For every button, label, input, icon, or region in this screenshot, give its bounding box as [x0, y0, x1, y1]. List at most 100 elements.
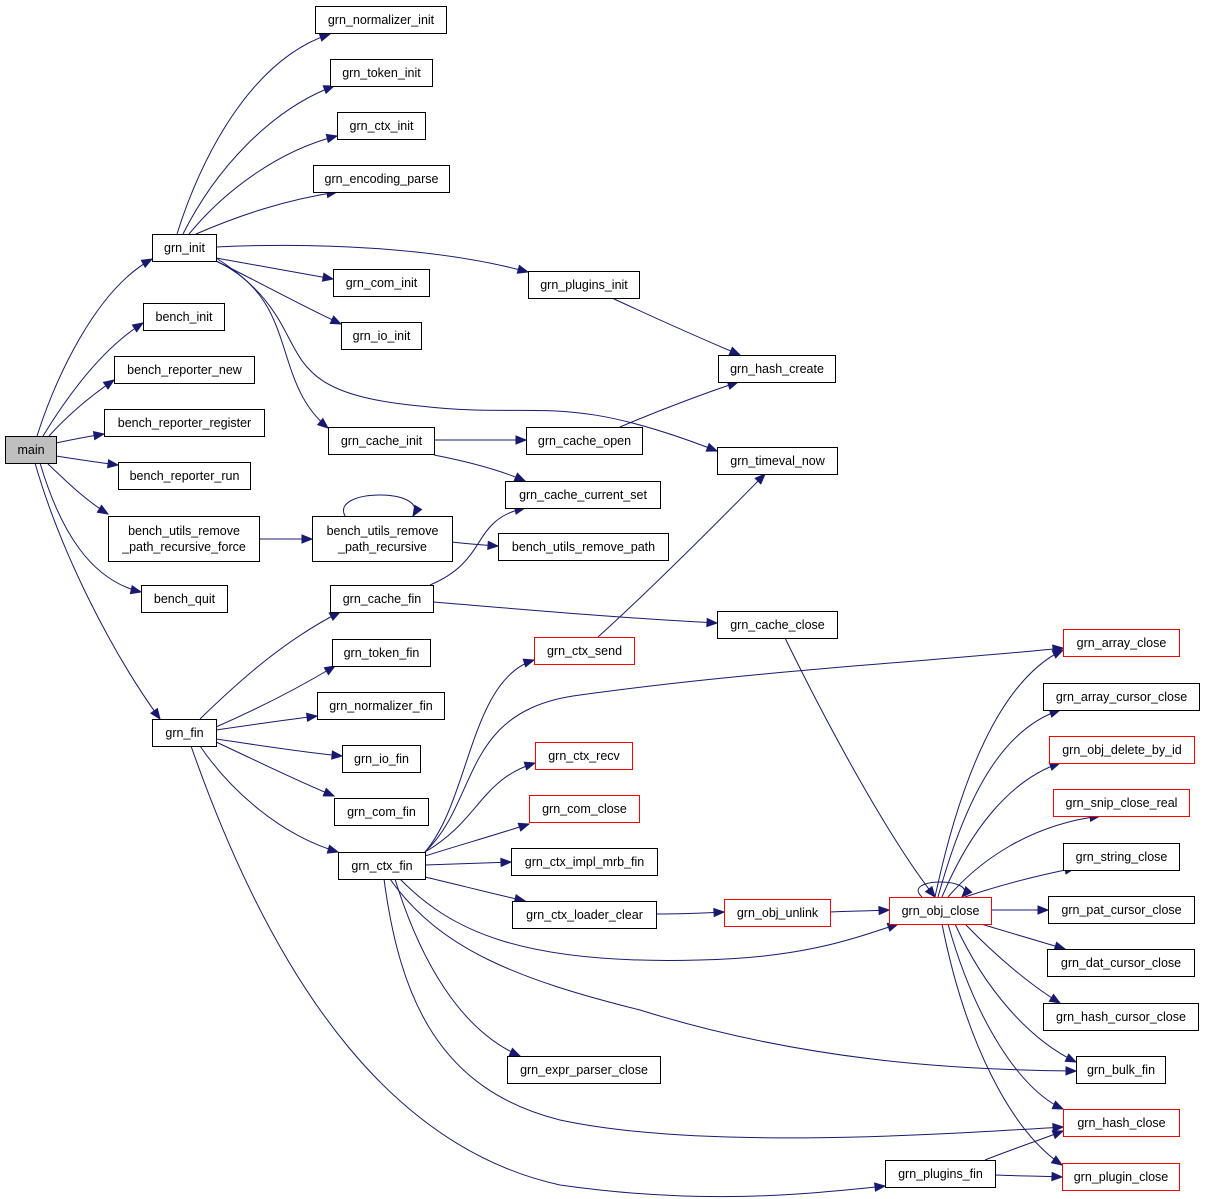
arrowhead: [924, 885, 936, 899]
node-grn-token-fin[interactable]: grn_token_fin: [332, 639, 431, 667]
node-grn-obj-close[interactable]: grn_obj_close: [889, 897, 992, 925]
node-grn-cache-close[interactable]: grn_cache_close: [717, 611, 838, 639]
edge-grn_ctx_fin-to-grn_com_close: [424, 822, 531, 857]
edge-line: [215, 244, 529, 273]
edge-grn_ctx_fin-to-grn_ctx_send: [424, 658, 536, 853]
node-bench-utils-remove-path-recursive-force[interactable]: bench_utils_remove_path_recursive_force: [108, 516, 260, 562]
node-grn-expr-parser-close[interactable]: grn_expr_parser_close: [507, 1056, 661, 1084]
arrowhead: [129, 584, 143, 595]
edge-grn_ctx_fin-to-grn_ctx_loader_clear: [424, 876, 527, 904]
node-grn-timeval-now[interactable]: grn_timeval_now: [717, 447, 838, 475]
edge-grn_obj_close-to-grn_plugin_close: [941, 923, 1064, 1166]
node-grn-obj-delete-by-id[interactable]: grn_obj_delete_by_id: [1049, 736, 1195, 764]
node-grn-string-close[interactable]: grn_string_close: [1063, 843, 1180, 871]
edge-grn_init-to-grn_encoding_parse: [195, 188, 339, 235]
edge-bench_utils_remove_path_recursive-to-bench_utils_remove_path_recursive: [342, 494, 423, 518]
edge-line: [215, 257, 334, 280]
node-grn-cache-fin[interactable]: grn_cache_fin: [330, 585, 434, 613]
node-grn-snip-close-real[interactable]: grn_snip_close_real: [1053, 789, 1190, 817]
node-bench-reporter-new[interactable]: bench_reporter_new: [114, 356, 255, 384]
arrowhead: [523, 761, 537, 771]
node-grn-normalizer-init[interactable]: grn_normalizer_init: [315, 6, 447, 34]
node-grn-init[interactable]: grn_init: [152, 234, 217, 262]
node-grn-io-fin[interactable]: grn_io_fin: [342, 745, 421, 773]
node-grn-plugins-init[interactable]: grn_plugins_init: [528, 271, 640, 299]
node-grn-normalizer-fin[interactable]: grn_normalizer_fin: [317, 692, 445, 720]
node-bench-utils-remove-path[interactable]: bench_utils_remove_path: [498, 533, 669, 561]
edge-line: [429, 507, 526, 586]
node-grn-ctx-init[interactable]: grn_ctx_init: [337, 112, 426, 140]
node-box: [526, 427, 643, 455]
node-label: bench_quit: [154, 592, 216, 606]
edge-line: [215, 741, 335, 797]
node-box: [337, 112, 426, 140]
node-box: [104, 409, 265, 437]
node-grn-plugin-close[interactable]: grn_plugin_close: [1062, 1163, 1180, 1191]
node-grn-ctx-fin[interactable]: grn_ctx_fin: [338, 852, 426, 880]
node-bench-utils-remove-path-recursive[interactable]: bench_utils_remove_path_recursive: [312, 516, 453, 562]
arrowhead: [1048, 993, 1062, 1004]
node-grn-com-fin[interactable]: grn_com_fin: [334, 798, 429, 826]
node-grn-token-init[interactable]: grn_token_init: [330, 59, 433, 87]
node-grn-io-init[interactable]: grn_io_init: [341, 322, 422, 350]
node-grn-encoding-parse[interactable]: grn_encoding_parse: [313, 165, 450, 193]
node-box: [334, 798, 429, 826]
node-label: _path_recursive_force: [121, 540, 246, 554]
node-main[interactable]: main: [5, 436, 57, 464]
edge-main-to-grn_fin: [34, 462, 161, 721]
node-grn-com-close[interactable]: grn_com_close: [529, 795, 640, 823]
node-label: grn_plugins_init: [540, 278, 628, 292]
node-bench-reporter-register[interactable]: bench_reporter_register: [104, 409, 265, 437]
node-grn-hash-cursor-close[interactable]: grn_hash_cursor_close: [1043, 1003, 1199, 1031]
node-grn-ctx-recv[interactable]: grn_ctx_recv: [535, 742, 633, 770]
edge-grn_ctx_loader_clear-to-grn_obj_unlink: [655, 907, 726, 918]
arrowhead: [1065, 1066, 1078, 1076]
edge-grn_fin-to-grn_normalizer_fin: [215, 712, 319, 731]
edge-line: [611, 297, 741, 356]
arrowhead: [92, 430, 106, 441]
node-grn-pat-cursor-close[interactable]: grn_pat_cursor_close: [1048, 896, 1195, 924]
edge-line: [215, 738, 343, 757]
node-grn-cache-init[interactable]: grn_cache_init: [328, 427, 435, 455]
node-box: [152, 719, 217, 747]
arrowhead: [1050, 1155, 1064, 1166]
node-grn-array-cursor-close[interactable]: grn_array_cursor_close: [1043, 683, 1200, 711]
arrowhead: [754, 473, 766, 485]
node-grn-ctx-loader-clear[interactable]: grn_ctx_loader_clear: [512, 901, 657, 929]
node-grn-com-init[interactable]: grn_com_init: [333, 269, 430, 297]
node-grn-dat-cursor-close[interactable]: grn_dat_cursor_close: [1047, 949, 1195, 977]
node-label: grn_cache_open: [538, 434, 631, 448]
node-grn-cache-open[interactable]: grn_cache_open: [526, 427, 643, 455]
node-grn-fin[interactable]: grn_fin: [152, 719, 217, 747]
node-box: [143, 303, 225, 331]
node-grn-obj-unlink[interactable]: grn_obj_unlink: [724, 899, 831, 927]
node-grn-bulk-fin[interactable]: grn_bulk_fin: [1076, 1056, 1166, 1084]
arrowhead: [487, 540, 500, 551]
edge-main-to-bench_utils_remove_path_recursive_force: [46, 462, 110, 515]
node-box: [330, 59, 433, 87]
node-grn-cache-current-set[interactable]: grn_cache_current_set: [505, 481, 661, 509]
node-grn-plugins-fin[interactable]: grn_plugins_fin: [885, 1160, 996, 1188]
node-grn-hash-close[interactable]: grn_hash_close: [1063, 1109, 1180, 1137]
node-bench-quit[interactable]: bench_quit: [141, 585, 228, 613]
node-box: [1049, 736, 1195, 764]
edge-line: [954, 923, 1077, 1063]
node-grn-ctx-send[interactable]: grn_ctx_send: [534, 637, 635, 665]
node-grn-ctx-impl-mrb-fin[interactable]: grn_ctx_impl_mrb_fin: [511, 848, 658, 876]
node-bench-init[interactable]: bench_init: [143, 303, 225, 331]
edge-grn_obj_close-to-grn_pat_cursor_close: [990, 905, 1050, 915]
node-grn-hash-create[interactable]: grn_hash_create: [718, 355, 836, 383]
node-grn-array-close[interactable]: grn_array_close: [1063, 629, 1180, 657]
node-label: grn_ctx_fin: [351, 859, 412, 873]
node-bench-reporter-run[interactable]: bench_reporter_run: [118, 462, 251, 490]
arrowhead: [1064, 1053, 1078, 1063]
arrowhead: [874, 1182, 887, 1192]
node-label: grn_hash_close: [1077, 1116, 1165, 1130]
edge-grn_init-to-grn_com_init: [215, 257, 335, 282]
arrowhead: [131, 322, 145, 333]
edge-line: [215, 260, 329, 429]
edge-grn_fin-to-grn_plugins_fin: [190, 745, 887, 1198]
function-nodes: main grn_init bench_init bench_reporter_new…: [5, 6, 1200, 1191]
node-box: [534, 637, 635, 665]
edge-grn_plugins_init-to-grn_hash_create: [611, 297, 742, 356]
